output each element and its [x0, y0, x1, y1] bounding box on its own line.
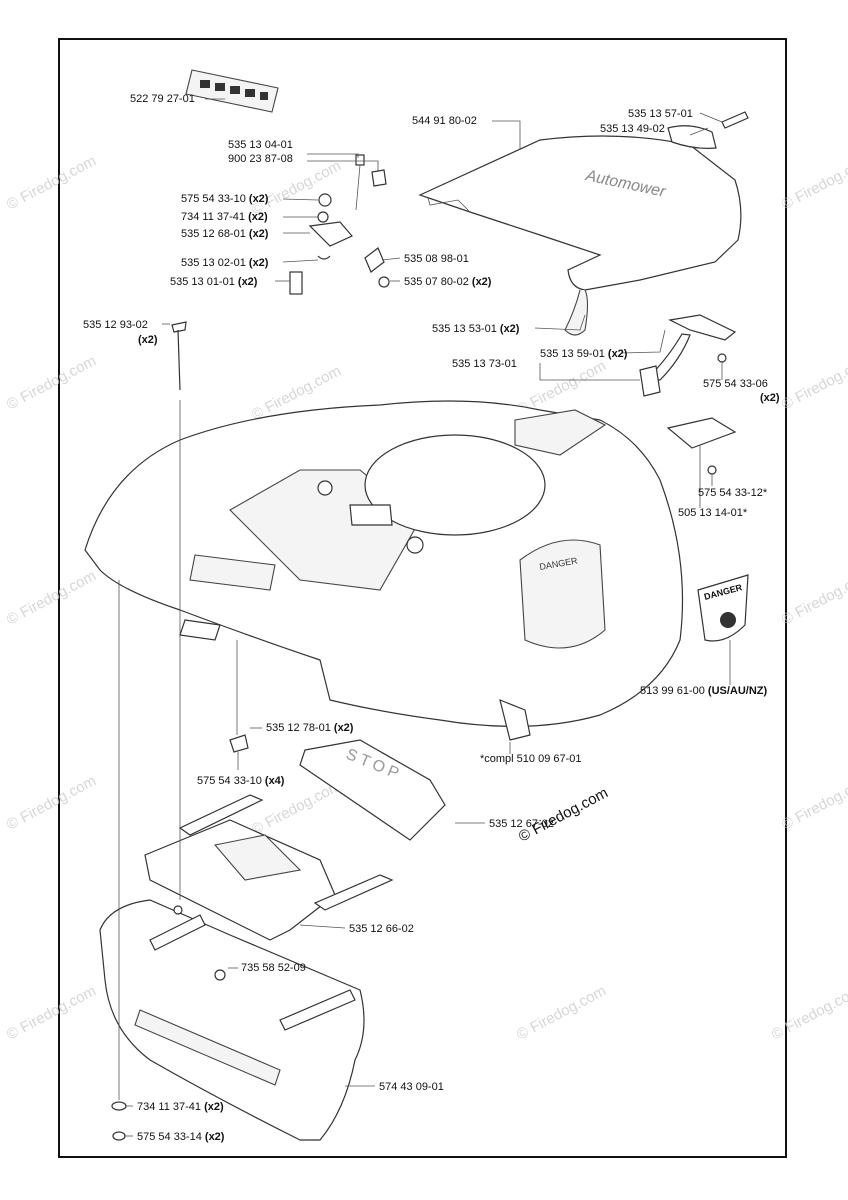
part-label-p24: 575 54 33-10 (x4): [197, 775, 285, 787]
part-label-p15: 535 13 53-01 (x2): [432, 323, 520, 335]
watermark: © Firedog.com: [4, 567, 99, 628]
charging-bracket-illustration: [639, 314, 737, 475]
part-label-p28: 574 43 09-01: [379, 1081, 444, 1093]
part-label-p13: 535 07 80-02 (x2): [404, 276, 492, 288]
part-label-p29: 734 11 37-41 (x2): [137, 1101, 224, 1113]
top-cover-illustration: Automower: [418, 135, 742, 336]
leader-lines: [125, 98, 731, 1137]
main-body-illustration: DANGER: [84, 400, 684, 741]
watermark: © Firedog.com: [779, 352, 848, 413]
part-label-p20: 505 13 14-01*: [678, 507, 748, 519]
watermark-inline: © Firedog.com: [516, 784, 611, 845]
top-decal-illustration: [185, 69, 279, 113]
watermark: © Firedog.com: [514, 982, 609, 1043]
watermark: © Firedog.com: [4, 772, 99, 833]
part-label-p8: 734 11 37-41 (x2): [181, 211, 268, 223]
part-label-p17: 535 13 73-01: [452, 358, 517, 370]
part-label-p16: 535 13 59-01 (x2): [540, 348, 628, 360]
watermark: © Firedog.com: [779, 152, 848, 213]
part-label-p19: 575 54 33-12*: [698, 487, 768, 499]
part-label-p5: 535 13 04-01: [228, 139, 293, 151]
danger-decal-illustration: DANGER: [697, 574, 749, 642]
part-label-p12: 535 08 98-01: [404, 253, 469, 265]
part-label-p14: 535 12 93-02: [83, 319, 148, 331]
part-label-p2: 544 91 80-02: [412, 115, 477, 127]
part-labels: 522 79 27-01 544 91 80-02 535 13 57-01 5…: [83, 93, 780, 1143]
watermark: © Firedog.com: [769, 982, 848, 1043]
part-label-p10: 535 13 02-01 (x2): [181, 257, 269, 269]
part-label-p9: 535 12 68-01 (x2): [181, 228, 269, 240]
watermark: © Firedog.com: [4, 982, 99, 1043]
part-label-p26: 535 12 66-02: [349, 923, 414, 935]
part-label-p23: 535 12 78-01 (x2): [266, 722, 354, 734]
part-label-p7: 575 54 33-10 (x2): [181, 193, 269, 205]
part-label-p6: 900 23 87-08: [228, 153, 293, 165]
watermark: © Firedog.com: [4, 152, 99, 213]
part-label-p11: 535 13 01-01 (x2): [170, 276, 258, 288]
part-label-p4: 535 13 49-02: [600, 123, 665, 135]
part-label-p18: 575 54 33-06: [703, 378, 768, 390]
part-label-p30: 575 54 33-14 (x2): [137, 1131, 225, 1143]
watermark: © Firedog.com: [4, 352, 99, 413]
part-label-p27: 735 58 52-09: [241, 962, 306, 974]
part-label-p1: 522 79 27-01: [130, 93, 195, 105]
front-bumper-illustration: [99, 899, 365, 1141]
part-label-p18-qty: (x2): [760, 392, 780, 404]
part-label-p21: 513 99 61-00 (US/AU/NZ): [640, 685, 768, 697]
watermark: © Firedog.com: [779, 772, 848, 833]
display-cover-illustration: [144, 794, 394, 941]
part-label-p14-qty: (x2): [138, 334, 158, 346]
part-label-p22: *compl 510 09 67-01: [480, 753, 582, 765]
diagram-frame: [58, 38, 787, 1158]
watermark: © Firedog.com: [249, 157, 344, 218]
hardware-illustration: [171, 154, 390, 391]
part-label-p3: 535 13 57-01: [628, 108, 693, 120]
part-label-p25: 535 12 67-02: [489, 818, 554, 830]
bottom-hardware-illustration: [111, 400, 238, 1141]
handle-illustration: [667, 111, 749, 149]
watermark: © Firedog.com: [779, 567, 848, 628]
